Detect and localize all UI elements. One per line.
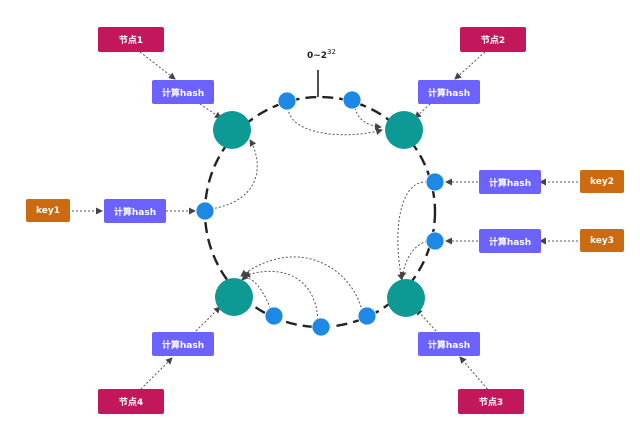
node-box-3: 节点3 xyxy=(458,389,524,414)
hash-point xyxy=(264,306,284,326)
key-box-2: key2 xyxy=(580,170,624,193)
mapping-curves xyxy=(210,107,428,325)
hash-to-server-arrows xyxy=(195,103,437,332)
ring-range-exponent: 32 xyxy=(327,48,336,56)
hash-box-key3: 计算hash xyxy=(479,229,541,253)
hash-point xyxy=(357,306,377,326)
hash-box-node3: 计算hash xyxy=(418,332,480,356)
hash-point-key3 xyxy=(425,231,445,251)
hash-point-key2 xyxy=(425,172,445,192)
key-arrows xyxy=(72,178,578,245)
server-node-4 xyxy=(215,278,253,316)
hash-point-key1 xyxy=(195,201,215,221)
hash-box-node4: 计算hash xyxy=(152,332,214,356)
server-node-3 xyxy=(387,279,425,317)
node-box-2: 节点2 xyxy=(460,27,526,52)
server-circles xyxy=(213,111,425,317)
hash-box-node1: 计算hash xyxy=(152,80,214,104)
hash-point xyxy=(277,91,297,111)
key-box-1: key1 xyxy=(26,199,70,222)
key-box-3: key3 xyxy=(580,229,624,252)
hash-point xyxy=(342,90,362,110)
node-box-4: 节点4 xyxy=(98,389,164,414)
server-node-2 xyxy=(385,111,423,149)
hash-box-key2: 计算hash xyxy=(479,170,541,194)
node-box-1: 节点1 xyxy=(98,27,164,52)
node-to-hash-arrows xyxy=(137,51,491,393)
hash-box-node2: 计算hash xyxy=(418,80,480,104)
hash-point xyxy=(311,317,331,337)
hash-box-key1: 计算hash xyxy=(104,199,166,223)
hash-points xyxy=(195,90,445,337)
ring-range-base: 0~2 xyxy=(307,51,328,61)
ring-range-label: 0~232 xyxy=(307,48,336,61)
server-node-1 xyxy=(213,111,251,149)
